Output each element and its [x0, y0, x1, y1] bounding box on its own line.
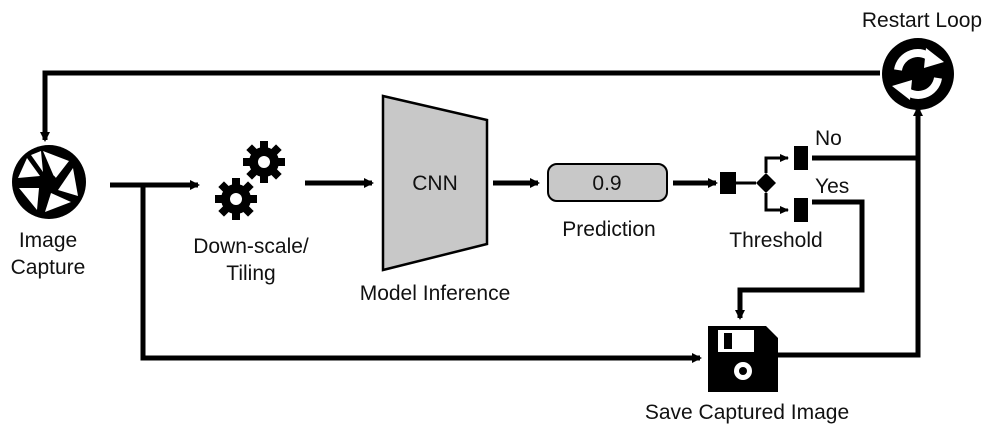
gears-icon	[215, 141, 285, 220]
restart-caption: Restart Loop	[862, 9, 982, 32]
cnn-label: CNN	[412, 172, 458, 195]
camera-aperture-icon	[12, 145, 86, 219]
arrow-capture-to-save	[140, 185, 702, 363]
prediction-box	[547, 163, 668, 202]
no-label: No	[815, 127, 842, 150]
refresh-icon	[882, 38, 954, 110]
capture-label-line2: Capture	[11, 256, 86, 279]
arrow-restart-to-capture	[40, 70, 880, 142]
save-caption: Save Captured Image	[645, 401, 849, 424]
threshold-caption: Threshold	[729, 229, 822, 252]
arrow-yes-to-save	[735, 199, 865, 320]
threshold-block	[720, 146, 808, 222]
downscale-label-line2: Tiling	[226, 262, 275, 285]
cnn-block	[381, 94, 489, 272]
prediction-value: 0.9	[592, 172, 621, 195]
prediction-caption: Prediction	[562, 218, 655, 241]
downscale-label-line1: Down-scale/	[193, 235, 309, 258]
model-inference-caption: Model Inference	[360, 282, 511, 305]
connectors	[40, 70, 923, 363]
yes-label: Yes	[815, 175, 849, 198]
capture-label-line1: Image	[19, 229, 77, 252]
floppy-disk-icon	[708, 326, 778, 392]
arrow-save-to-restart	[778, 106, 923, 358]
